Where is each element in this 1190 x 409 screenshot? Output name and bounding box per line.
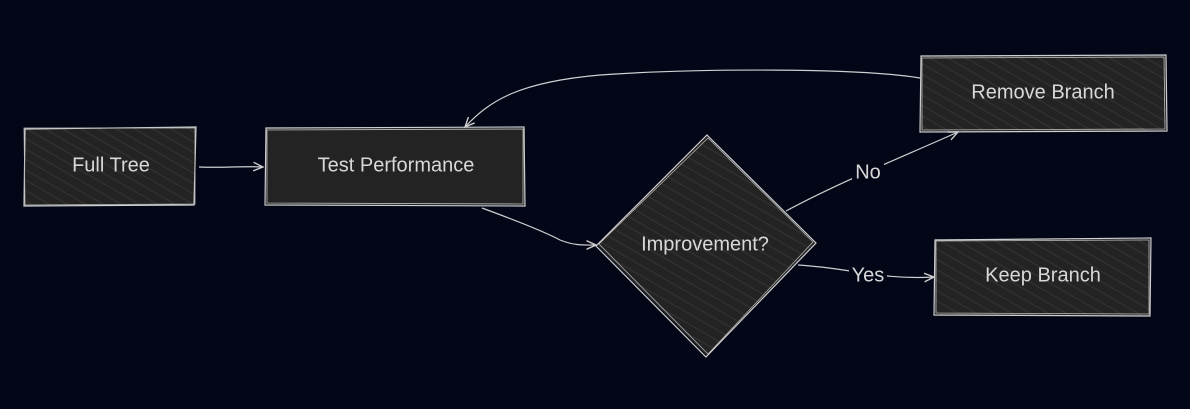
edge-label-yes: Yes [851, 264, 885, 287]
node-label-remove-branch: Remove Branch [971, 81, 1115, 104]
node-improvement-diamond[interactable] [595, 134, 817, 358]
edge-full-tree-to-test-performance [198, 167, 263, 168]
node-label-improvement: Improvement? [641, 233, 769, 256]
node-label-keep-branch: Keep Branch [985, 264, 1101, 287]
node-label-full-tree: Full Tree [72, 154, 150, 177]
edge-label-yes-bg [849, 265, 887, 287]
node-keep-branch[interactable] [933, 237, 1152, 317]
edge-remove-branch-to-test-performance [465, 69, 921, 127]
edge-label-no: No [855, 161, 881, 184]
node-remove-branch[interactable] [919, 54, 1168, 133]
edge-test-performance-to-improvement [481, 207, 596, 245]
node-test-performance[interactable] [264, 126, 526, 207]
edge-label-no-bg [852, 162, 884, 184]
node-label-test-performance: Test Performance [317, 154, 475, 177]
node-full-tree[interactable] [23, 126, 197, 207]
